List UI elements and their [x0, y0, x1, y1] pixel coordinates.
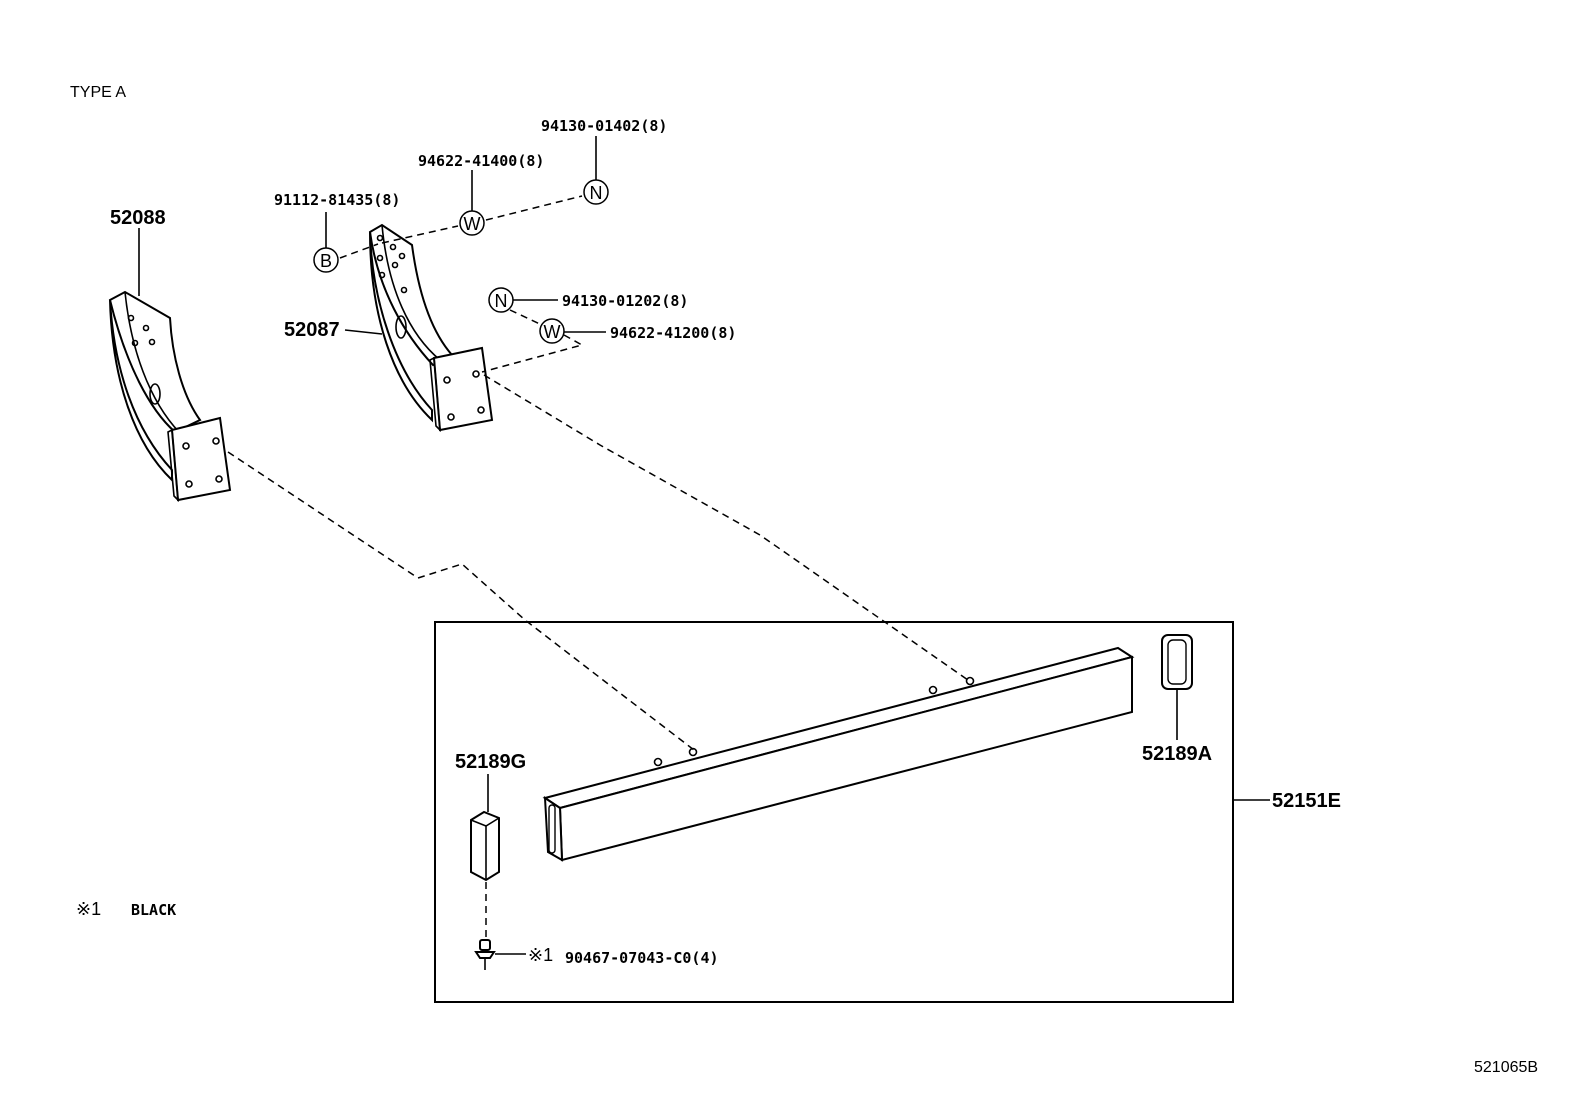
- svg-text:N: N: [590, 183, 603, 203]
- bracket-52088: [108, 290, 232, 503]
- svg-text:B: B: [320, 251, 332, 271]
- end-cap-52189G: [470, 810, 500, 882]
- nut-lower-symbol: N: [488, 287, 514, 313]
- label-washer-upper: 94622-41400(8): [418, 152, 544, 170]
- label-52088: 52088: [110, 207, 166, 229]
- diagram-code: 521065B: [1474, 1059, 1538, 1076]
- label-52151E: 52151E: [1272, 790, 1341, 812]
- label-52087: 52087: [284, 319, 340, 341]
- nut-upper-symbol: N: [583, 179, 609, 205]
- clip-90467: [474, 939, 496, 970]
- svg-text:N: N: [495, 291, 508, 311]
- label-clip: 90467-07043-C0(4): [565, 949, 719, 967]
- svg-text:W: W: [464, 214, 481, 234]
- note-marker: ※1: [76, 899, 101, 919]
- label-nut-lower: 94130-01202(8): [562, 292, 688, 310]
- washer-upper-symbol: W: [459, 210, 485, 236]
- label-washer-lower: 94622-41200(8): [610, 324, 736, 342]
- bumper-bar-52151E: [542, 646, 1135, 862]
- label-bolt: 91112-81435(8): [274, 191, 400, 209]
- end-cap-52189A: [1161, 634, 1193, 690]
- label-52189A: 52189A: [1142, 743, 1212, 765]
- svg-text:W: W: [544, 322, 561, 342]
- washer-lower-symbol: W: [539, 318, 565, 344]
- label-52189G: 52189G: [455, 751, 526, 773]
- label-nut-upper: 94130-01402(8): [541, 117, 667, 135]
- clip-marker: ※1: [528, 945, 553, 965]
- assembly-frame: [434, 621, 1234, 1003]
- bolt-symbol: B: [313, 247, 339, 273]
- type-label: TYPE A: [70, 84, 126, 101]
- bracket-52087: [368, 223, 494, 433]
- note-color: BLACK: [131, 901, 176, 919]
